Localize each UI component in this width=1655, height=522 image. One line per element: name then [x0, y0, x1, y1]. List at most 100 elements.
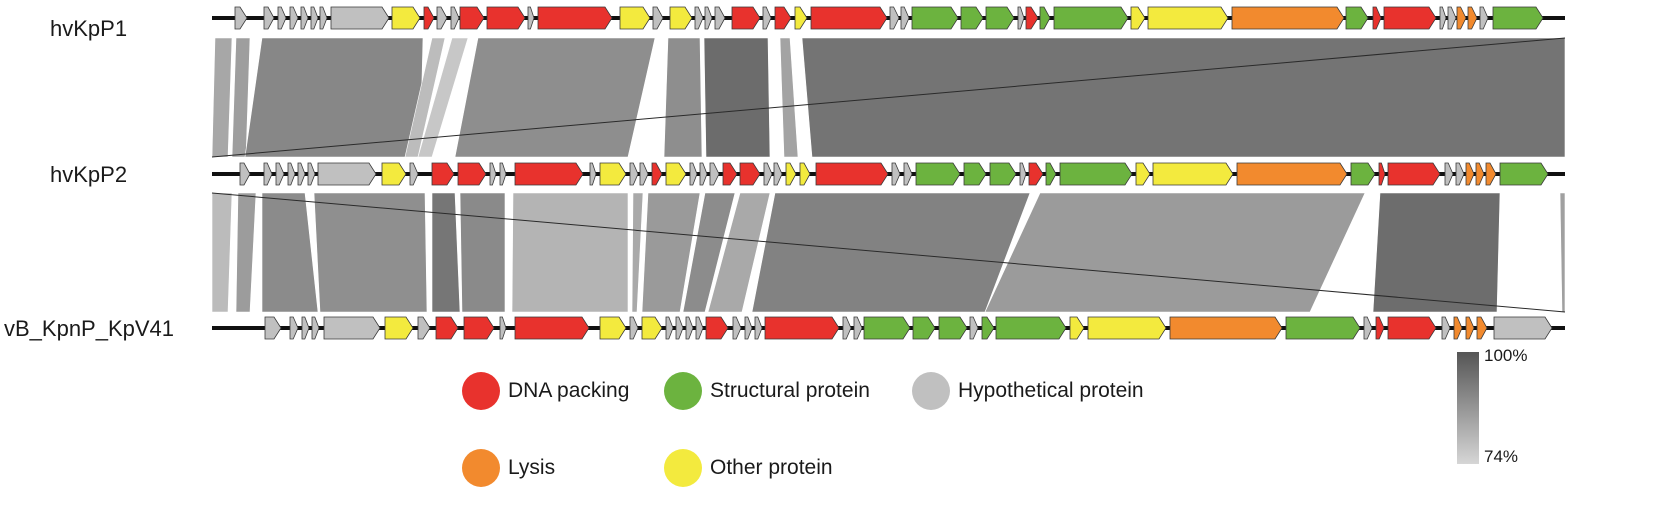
gene-arrow-hvkpp2-31 — [891, 162, 901, 186]
gene-arrow-hvkpp1-15 — [527, 6, 535, 30]
gene-arrow-hvkpp1-39 — [1231, 6, 1345, 30]
similarity-link-p2-kpv41-13 — [984, 192, 1366, 313]
genome-label-hvkpp1: hvKpP1 — [50, 16, 128, 41]
similarity-link-p2-kpv41-7 — [511, 192, 629, 313]
gene-arrow-hvkpp2-19 — [651, 162, 663, 186]
gene-arrow-hvkpp1-20 — [694, 6, 704, 30]
genome-tracks — [212, 6, 1565, 340]
gene-arrow-hvkpp2-17 — [629, 162, 639, 186]
gene-arrow-hvkpp1-24 — [762, 6, 772, 30]
gene-arrow-hvkpp2-1 — [239, 162, 251, 186]
gene-arrow-hvkpp1-40 — [1345, 6, 1369, 30]
gene-arrow-kpv41-6 — [384, 316, 414, 340]
gene-arrow-hvkpp1-36 — [1053, 6, 1129, 30]
gene-arrow-hvkpp2-48 — [1465, 162, 1475, 186]
gene-arrow-kpv41-1 — [264, 316, 282, 340]
similarity-link-p2-kpv41-2 — [235, 192, 257, 313]
gene-arrow-hvkpp1-19 — [669, 6, 693, 30]
gene-arrow-hvkpp1-23 — [731, 6, 761, 30]
gene-arrow-hvkpp2-26 — [763, 162, 773, 186]
legend-label: Structural protein — [710, 379, 870, 402]
gene-arrow-kpv41-12 — [599, 316, 627, 340]
gene-arrow-hvkpp1-45 — [1456, 6, 1467, 30]
gene-arrow-kpv41-41 — [1465, 316, 1475, 340]
gene-arrow-hvkpp2-49 — [1475, 162, 1485, 186]
gene-arrow-hvkpp2-30 — [815, 162, 889, 186]
similarity-link-p1-p2-9 — [779, 37, 799, 158]
gene-arrow-kpv41-28 — [938, 316, 968, 340]
gene-arrow-kpv41-2 — [289, 316, 299, 340]
similarity-link-p2-kpv41-5 — [431, 192, 461, 313]
gene-arrow-hvkpp1-46 — [1467, 6, 1478, 30]
gene-arrow-kpv41-33 — [1087, 316, 1167, 340]
similarity-link-p2-kpv41-9 — [641, 192, 701, 313]
similarity-link-p2-kpv41-4 — [313, 192, 428, 313]
similarity-link-p2-kpv41-15 — [1559, 192, 1566, 313]
gene-arrow-kpv41-26 — [863, 316, 911, 340]
gene-arrow-hvkpp2-3 — [275, 162, 285, 186]
identity-scale-min-label: 74% — [1484, 447, 1519, 466]
gene-arrow-hvkpp1-4 — [289, 6, 299, 30]
gene-arrow-hvkpp2-20 — [665, 162, 687, 186]
gene-arrow-kpv41-10 — [499, 316, 507, 340]
legend-label: Hypothetical protein — [958, 379, 1144, 402]
gene-arrow-hvkpp2-7 — [317, 162, 377, 186]
gene-arrow-hvkpp1-18 — [652, 6, 664, 30]
gene-arrow-hvkpp1-31 — [960, 6, 984, 30]
gene-arrow-hvkpp1-13 — [459, 6, 485, 30]
gene-arrow-hvkpp1-43 — [1439, 6, 1447, 30]
gene-arrow-kpv41-31 — [995, 316, 1067, 340]
gene-arrow-hvkpp1-17 — [619, 6, 651, 30]
similarity-link-p1-p2-10 — [801, 37, 1566, 158]
similarity-link-p1-p2-6 — [454, 37, 656, 158]
gene-arrow-hvkpp2-41 — [1152, 162, 1234, 186]
gene-arrow-hvkpp2-35 — [989, 162, 1017, 186]
gene-arrow-hvkpp1-47 — [1479, 6, 1489, 30]
gene-arrow-hvkpp2-42 — [1236, 162, 1348, 186]
gene-arrow-kpv41-27 — [912, 316, 936, 340]
similarity-link-p2-kpv41-14 — [1372, 192, 1501, 313]
similarity-link-p1-p2-3 — [244, 37, 424, 158]
gene-arrow-hvkpp1-21 — [704, 6, 713, 30]
gene-arrow-hvkpp2-50 — [1485, 162, 1497, 186]
gene-arrow-hvkpp2-21 — [689, 162, 698, 186]
similarity-links — [211, 37, 1566, 313]
similarity-link-p2-kpv41-3 — [261, 192, 319, 313]
gene-arrow-hvkpp1-26 — [794, 6, 808, 30]
similarity-link-p2-kpv41-1 — [211, 192, 233, 313]
genome-label-hvkpp2: hvKpP2 — [50, 162, 128, 187]
gene-arrow-kpv41-40 — [1453, 316, 1463, 340]
legend-dot-red-icon — [462, 372, 500, 410]
inversion-line-p1-p2 — [211, 37, 1566, 158]
gene-arrow-hvkpp1-48 — [1492, 6, 1544, 30]
gene-arrow-hvkpp1-12 — [450, 6, 460, 30]
gene-arrow-hvkpp2-23 — [709, 162, 720, 186]
gene-arrow-hvkpp1-42 — [1383, 6, 1437, 30]
gene-arrow-hvkpp2-24 — [722, 162, 738, 186]
gene-arrow-hvkpp2-51 — [1499, 162, 1549, 186]
gene-arrow-hvkpp2-22 — [699, 162, 708, 186]
gene-arrow-hvkpp2-4 — [287, 162, 296, 186]
gene-arrow-hvkpp2-15 — [589, 162, 597, 186]
legend-label: Lysis — [508, 456, 556, 479]
gene-arrow-hvkpp2-11 — [457, 162, 487, 186]
gene-arrow-hvkpp1-10 — [423, 6, 435, 30]
gene-arrow-kpv41-36 — [1363, 316, 1373, 340]
gene-arrow-hvkpp1-28 — [889, 6, 900, 30]
legend-dot-green-icon — [664, 372, 702, 410]
gene-arrow-hvkpp2-34 — [963, 162, 987, 186]
gene-arrow-hvkpp2-2 — [263, 162, 273, 186]
gene-arrow-kpv41-7 — [417, 316, 431, 340]
gene-arrow-kpv41-34 — [1169, 316, 1283, 340]
gene-arrow-hvkpp1-32 — [985, 6, 1015, 30]
gene-arrow-hvkpp2-37 — [1028, 162, 1044, 186]
gene-arrow-hvkpp2-33 — [915, 162, 961, 186]
similarity-link-p2-kpv41-10 — [682, 192, 736, 313]
legend-dot-yellow-icon — [664, 449, 702, 487]
gene-arrow-hvkpp1-2 — [263, 6, 275, 30]
gene-arrow-kpv41-38 — [1387, 316, 1437, 340]
gene-arrow-hvkpp1-3 — [277, 6, 287, 30]
gene-arrow-hvkpp2-47 — [1455, 162, 1465, 186]
inversion-line-p2-kpv41 — [211, 192, 1566, 313]
similarity-link-p1-p2-8 — [703, 37, 771, 158]
